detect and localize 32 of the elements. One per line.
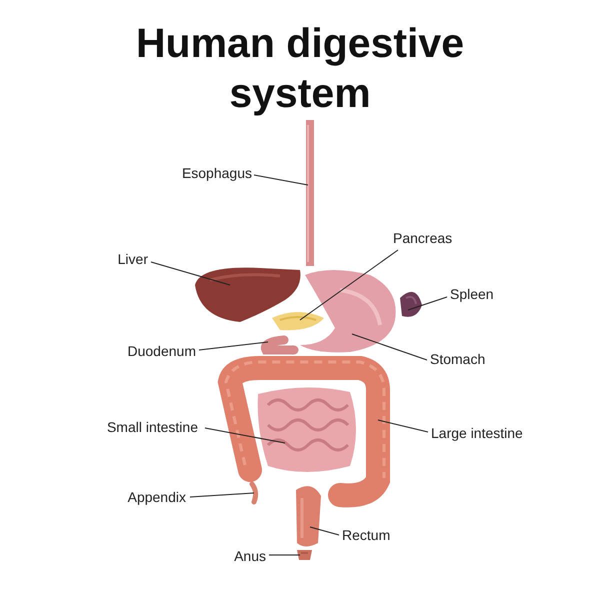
- leader-line: [310, 526, 340, 536]
- organ-label: Esophagus: [182, 165, 252, 181]
- organ-label: Appendix: [128, 489, 186, 505]
- leader-line: [378, 420, 428, 432]
- leader-line: [204, 428, 286, 444]
- pancreas-drawing: [272, 312, 324, 330]
- leader-line: [408, 296, 448, 310]
- organ-label: Anus: [234, 548, 266, 564]
- organ-label: Small intestine: [106, 419, 198, 435]
- large-intestine-drawing: [218, 356, 390, 508]
- leader-line: [190, 492, 254, 498]
- rectum-drawing: [296, 486, 321, 546]
- leader-line: [352, 334, 428, 360]
- stomach-drawing: [300, 270, 396, 352]
- esophagus-drawing: [306, 120, 314, 266]
- organ-label: Large intestine: [431, 425, 523, 441]
- organ-label: Duodenum: [128, 343, 196, 359]
- organ-label: Liver: [118, 251, 148, 267]
- leader-line: [150, 262, 230, 286]
- leader-line: [300, 250, 398, 320]
- duodenum-drawing: [260, 336, 298, 354]
- leader-line: [254, 174, 308, 186]
- diagram-title: Human digestive system: [134, 19, 466, 118]
- liver-drawing: [195, 268, 300, 322]
- leader-line: [268, 554, 300, 556]
- organ-label: Rectum: [342, 527, 390, 543]
- organ-label: Pancreas: [393, 230, 452, 246]
- leader-line: [198, 342, 268, 350]
- organ-label: Stomach: [430, 351, 486, 367]
- anus-drawing: [297, 550, 312, 560]
- organ-label: Spleen: [450, 286, 494, 302]
- spleen-drawing: [400, 292, 422, 317]
